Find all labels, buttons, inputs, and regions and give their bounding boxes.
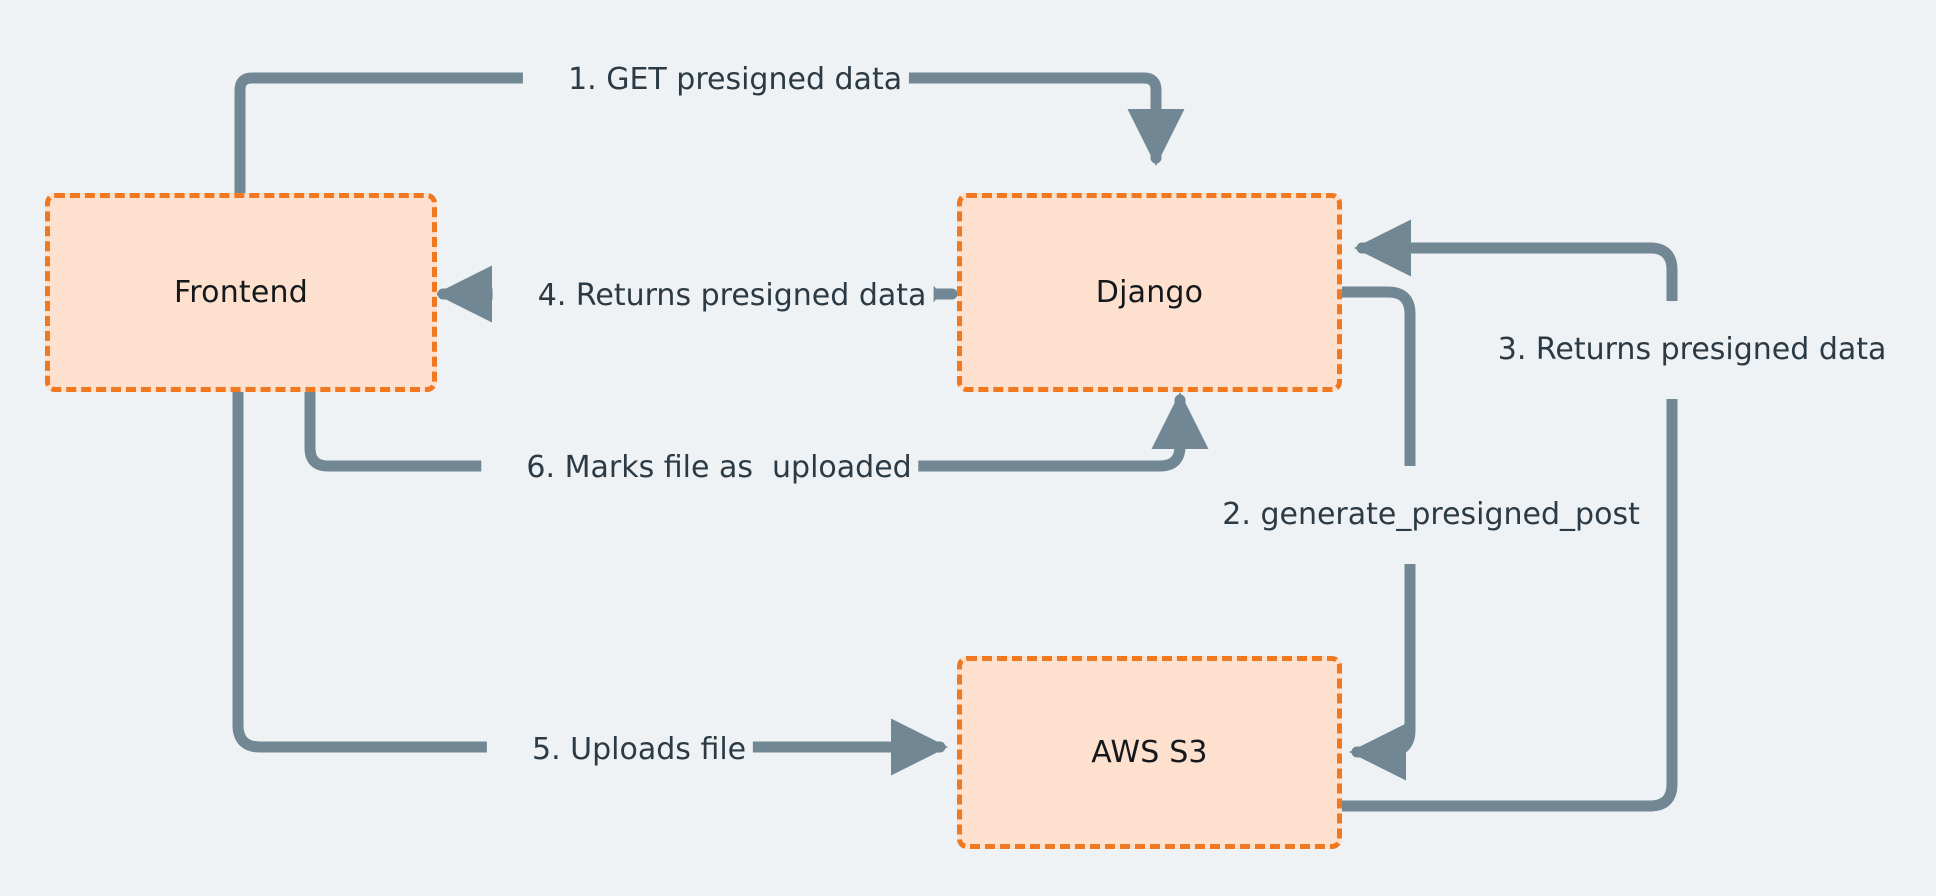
edge-label-4-text: 4. Returns presigned data bbox=[537, 278, 927, 313]
edge-5-segment-a bbox=[232, 386, 503, 753]
edge-label-6: 6. Marks file as uploaded bbox=[481, 419, 919, 517]
node-django-label: Django bbox=[1095, 275, 1204, 310]
edge-label-1: 1. GET presigned data bbox=[522, 31, 910, 129]
edge-1-segment-a bbox=[234, 72, 551, 199]
node-aws-s3[interactable]: AWS S3 bbox=[957, 656, 1342, 849]
edge-label-5-text: 5. Uploads file bbox=[532, 732, 747, 767]
edge-6-segment-a bbox=[304, 386, 503, 472]
edge-label-2: 2. generate_presigned_post bbox=[1177, 466, 1647, 564]
edge-3-segment-b bbox=[1353, 219, 1678, 342]
edge-label-1-text: 1. GET presigned data bbox=[568, 62, 903, 97]
edge-3-segment-a bbox=[1336, 394, 1678, 812]
edge-2-segment-a bbox=[1336, 286, 1416, 498]
node-aws-s3-label: AWS S3 bbox=[1091, 735, 1208, 770]
edge-2-segment-b bbox=[1348, 550, 1416, 781]
edge-1-segment-b bbox=[879, 72, 1185, 167]
node-frontend-label: Frontend bbox=[174, 275, 308, 310]
edge-label-6-text: 6. Marks file as uploaded bbox=[526, 450, 912, 485]
node-frontend[interactable]: Frontend bbox=[45, 193, 437, 392]
edge-label-4: 4. Returns presigned data bbox=[492, 247, 934, 345]
edge-label-3: 3. Returns presigned data bbox=[1452, 301, 1894, 399]
edge-label-5: 5. Uploads file bbox=[486, 701, 754, 799]
edge-label-3-text: 3. Returns presigned data bbox=[1497, 332, 1887, 367]
edge-6-segment-b bbox=[899, 391, 1209, 472]
node-django[interactable]: Django bbox=[957, 193, 1342, 392]
edge-label-2-text: 2. generate_presigned_post bbox=[1222, 497, 1640, 532]
